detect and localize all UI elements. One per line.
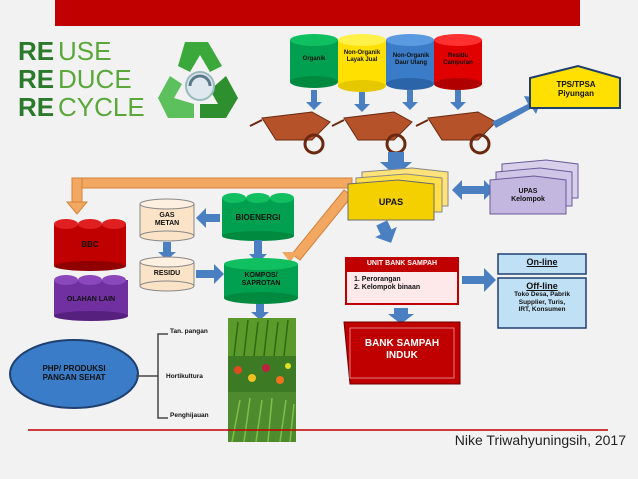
bioenergi-label: BIOENERGI [235, 213, 281, 222]
title-banner [55, 0, 580, 26]
upas-label: UPAS [378, 197, 404, 207]
crop-photos [228, 318, 296, 443]
unit-bank-title: UNIT BANK SAMPAH [366, 260, 438, 267]
bin-organik [290, 34, 338, 88]
online-label: On-line [526, 257, 558, 267]
arrow-to-market [462, 268, 496, 292]
upas-box [347, 167, 449, 221]
online-box [497, 253, 587, 275]
pipe-to-kompos [291, 189, 353, 261]
arrow-to-upas [380, 152, 412, 176]
svg-text:DUCE: DUCE [58, 64, 132, 94]
bioenergi-box [222, 193, 294, 241]
bin-label-layak-jual: Non-Organik Layak Jual [343, 50, 381, 63]
upas-kelompok-box [489, 159, 579, 215]
arrow-to-unit-bank [375, 220, 397, 243]
arrow-residu-kompos [196, 264, 224, 284]
svg-text:RE: RE [18, 92, 54, 122]
use-hortikultura: Hortikultura [166, 373, 203, 380]
bin-down-arrows [306, 90, 466, 112]
garbage-carts [249, 111, 497, 155]
use-penghijauan: Penghijauan [170, 412, 209, 419]
bin-label-daur-ulang: Non-Organik Daur Ulang [392, 53, 430, 66]
svg-text:CYCLE: CYCLE [58, 92, 145, 122]
use-tan-pangan: Tan. pangan [170, 328, 208, 335]
bin-label-organik: Organik [302, 56, 326, 62]
residu-box [139, 256, 195, 292]
gas-metan-box [139, 198, 195, 242]
bin-label-residu: Residu Campuran [443, 53, 473, 66]
bbc-box [54, 219, 126, 271]
arrow-gas-residu [158, 242, 176, 260]
bin-residu-campuran [434, 34, 482, 90]
olahan-lain-box [54, 275, 128, 321]
upas-kelompok-arrow [452, 180, 494, 200]
arrow-to-gas-metan [196, 208, 220, 228]
residu-label: RESIDU [153, 270, 181, 277]
svg-text:USE: USE [58, 36, 111, 66]
bbc-label: BBC [81, 240, 99, 249]
kompos-label: KOMPOS/SAPROTAN [241, 272, 281, 288]
reuse-reduce-recycle-logo: RE USE RE DUCE RE CYCLE [18, 36, 145, 122]
php-ellipse [9, 339, 139, 409]
svg-text:RE: RE [18, 64, 54, 94]
offline-box [497, 277, 587, 329]
kompos-box [224, 258, 298, 304]
svg-text:RE: RE [18, 36, 54, 66]
bin-non-organik-daur-ulang [386, 34, 434, 90]
orange-flow-pipe [65, 177, 353, 215]
author-credit: Nike Triwahyuningsih, 2017 [454, 432, 626, 448]
arrow-kompos-plants [251, 304, 269, 320]
arrow-bioenergi-kompos [249, 240, 267, 263]
olahan-lain-label: OLAHAN LAIN [66, 296, 116, 303]
recycle-icon [158, 42, 238, 118]
arrow-to-bank-induk [388, 308, 414, 324]
tps-box [529, 64, 621, 109]
bin-non-organik-layak-jual [338, 34, 386, 92]
uses-bracket [148, 333, 168, 419]
